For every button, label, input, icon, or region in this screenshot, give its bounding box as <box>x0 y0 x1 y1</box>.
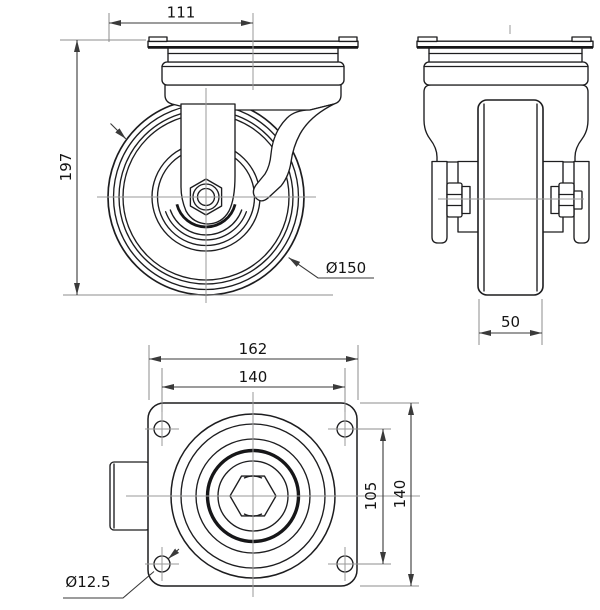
plan-bolt-holes <box>145 412 362 581</box>
wheel-side-wall-lines <box>483 103 538 292</box>
swivel-race-upper-side <box>428 46 583 63</box>
side-fork-body <box>416 36 594 244</box>
front-dim-width: 111 <box>109 4 253 26</box>
side-axle <box>446 182 583 218</box>
plan-view: 162 140 105 140 Ø12.5 <box>63 340 420 599</box>
side-dim-wheel-width: 50 <box>478 299 543 345</box>
front-centerlines <box>97 13 316 303</box>
plate-width-extension-lines <box>148 345 359 400</box>
wheel-diameter-leader <box>288 257 374 279</box>
swivel-race-detail-lines-side <box>423 52 589 68</box>
wheel-diameter-arrow-upper <box>110 123 127 140</box>
wheel-width-dimension-label: 50 <box>501 313 520 331</box>
top-plate-side-right-tab <box>571 36 592 43</box>
bolt-spacing-width-dimension-label: 140 <box>239 368 268 386</box>
plan-dim-plate-width: 162 <box>148 340 359 400</box>
plate-height-dimension-label: 140 <box>391 480 409 509</box>
axle-bolt-tip <box>573 190 583 210</box>
axle-washer-left <box>461 185 471 215</box>
wheel-side-profile <box>477 99 544 296</box>
plan-dim-bolt-spacing-width: 140 <box>161 368 346 412</box>
axle-nut-right-facets <box>558 193 575 207</box>
axle-nut-left <box>446 182 463 218</box>
front-height-dimension-label: 197 <box>57 153 75 182</box>
hole-diameter-arrow <box>167 548 180 560</box>
bolt-spacing-extension-lines <box>161 368 346 412</box>
front-view: 111 197 Ø150 <box>57 4 374 303</box>
axle-washer-right <box>550 185 560 215</box>
front-dim-wheel-diameter: Ø150 <box>110 123 374 279</box>
bolt-hole-crosshairs <box>145 412 362 581</box>
side-wheel <box>477 99 544 296</box>
wheel-diameter-dimension-label: Ø150 <box>326 259 366 277</box>
front-width-dimension-label: 111 <box>167 4 196 22</box>
side-centerlines <box>438 25 584 200</box>
front-dim-height: 197 <box>57 40 80 295</box>
top-plate-right-tab <box>338 36 358 43</box>
fork-leg-side-left <box>431 160 448 244</box>
plate-width-dimension-label: 162 <box>239 340 268 358</box>
top-plate-left-tab <box>148 36 168 43</box>
bolt-spacing-height-dimension-label: 105 <box>362 482 380 511</box>
hole-diameter-leader <box>63 571 155 599</box>
plan-dim-bolt-spacing-height: 105 <box>356 428 391 565</box>
side-extension-lines <box>478 299 543 345</box>
plan-dim-hole-diameter: Ø12.5 <box>63 548 180 599</box>
side-view: 50 <box>416 25 594 345</box>
hole-diameter-dimension-label: Ø12.5 <box>65 573 110 591</box>
axle-nut-left-facets <box>446 193 463 207</box>
plan-centerlines <box>126 392 420 597</box>
top-plate-side-left-tab <box>417 36 438 43</box>
plan-dim-plate-height: 140 <box>360 402 419 587</box>
swivel-race-lower-side <box>423 61 589 86</box>
axle-nut-right <box>558 182 575 218</box>
